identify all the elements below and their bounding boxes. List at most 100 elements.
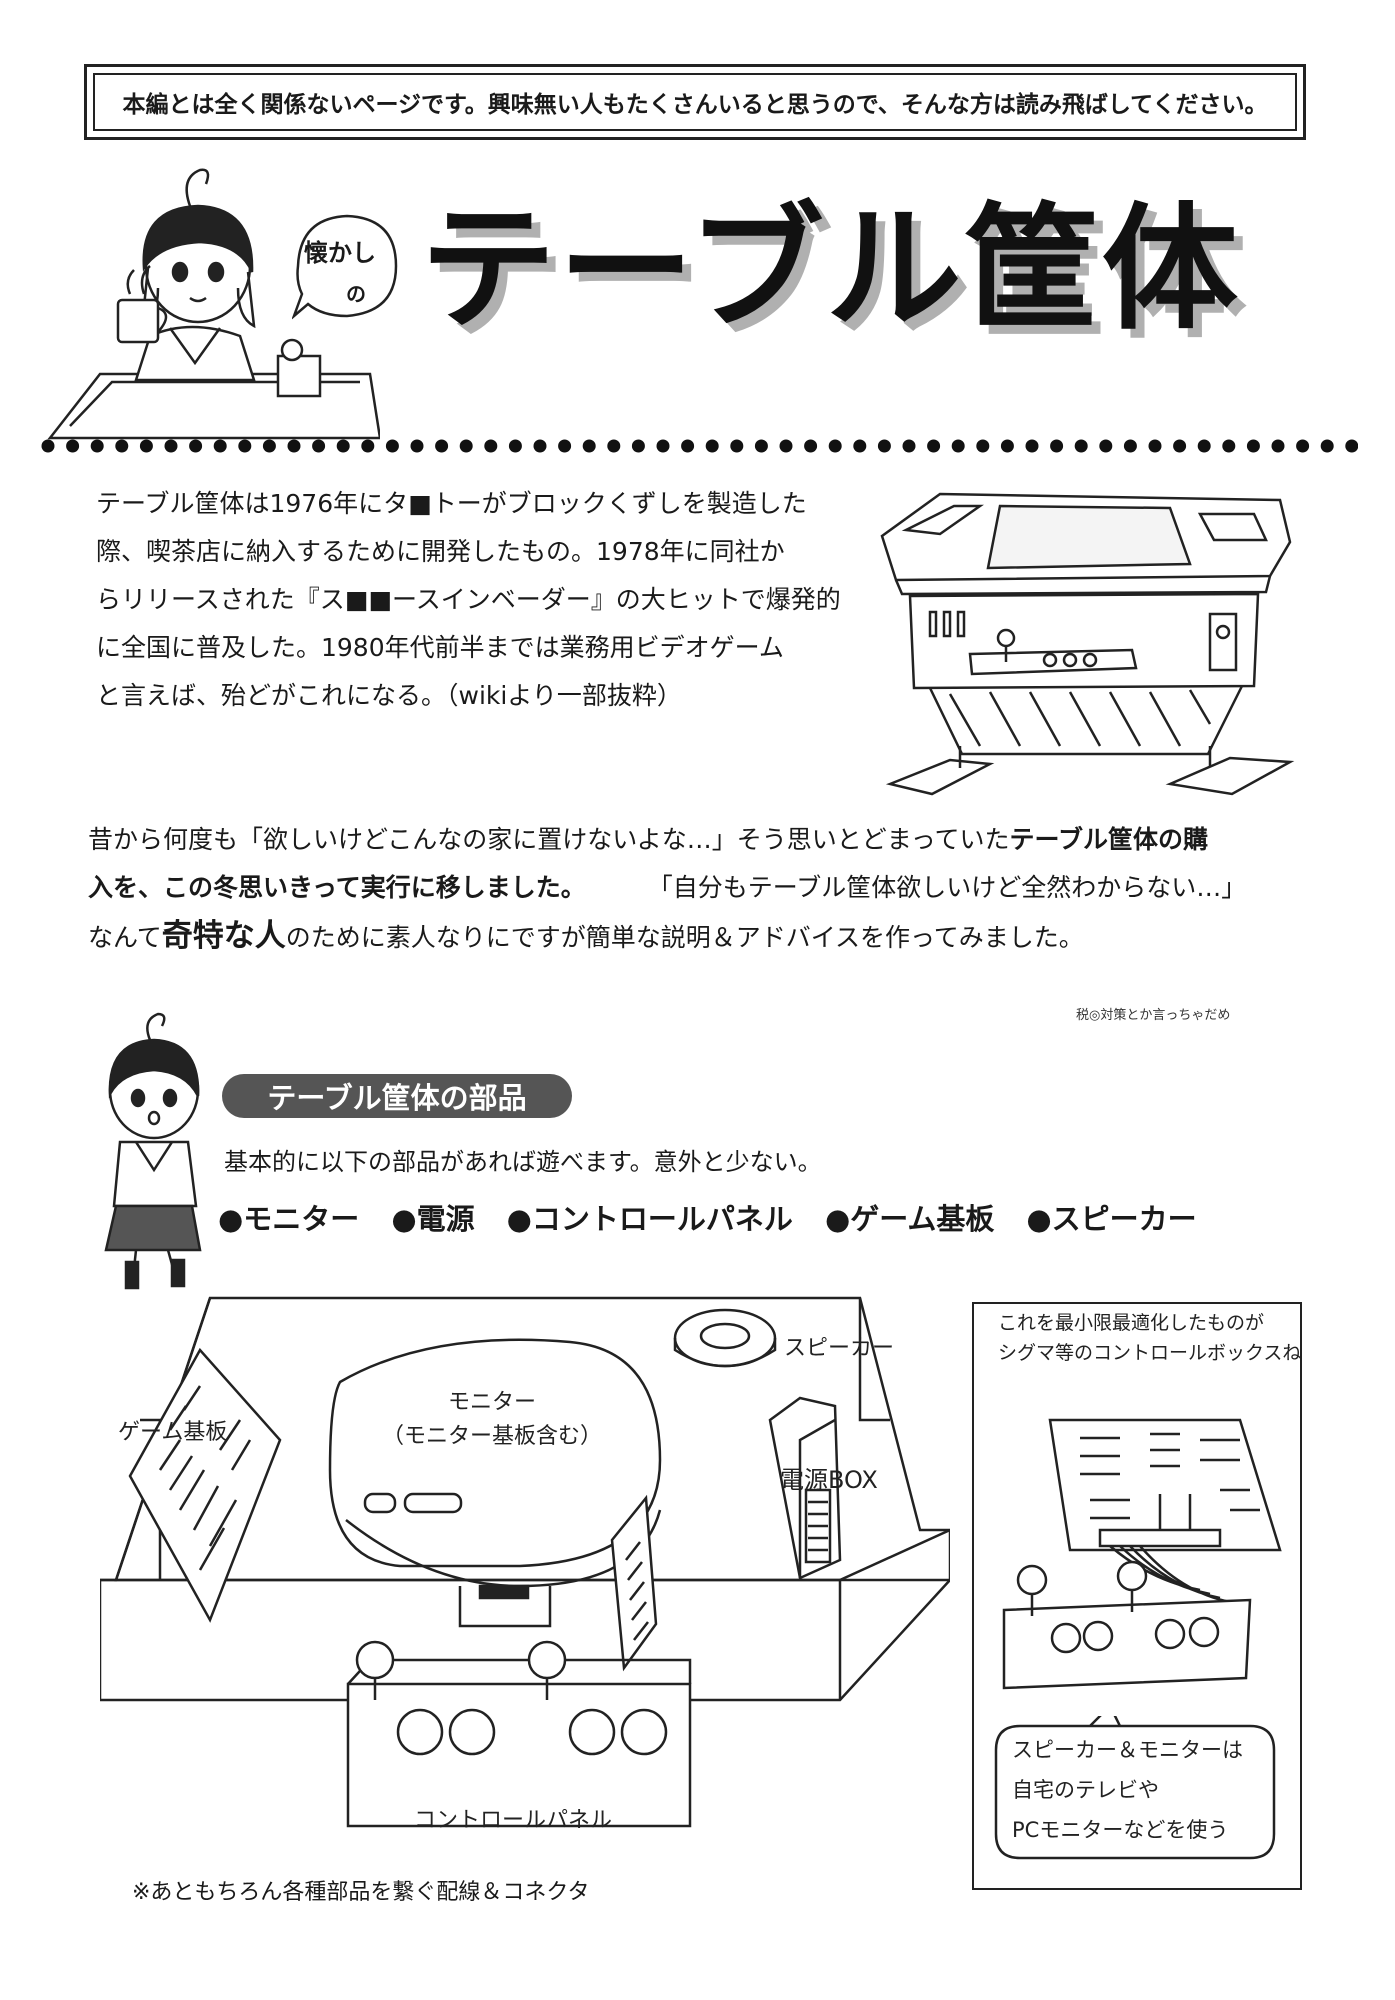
speech-bubble-icon: [292, 214, 398, 320]
divider-dot: [312, 439, 326, 453]
divider-dot: [804, 439, 818, 453]
part-item: ●ゲーム基板: [824, 1202, 995, 1236]
monitor-label: モニター: [448, 1390, 537, 1415]
divider-dot: [779, 439, 793, 453]
story-text: なんて: [88, 923, 162, 952]
intro-line: に全国に普及した。1980年代前半までは業務用ビデオゲーム: [96, 633, 784, 662]
part-item: ●スピーカー: [1026, 1202, 1197, 1236]
divider-dot: [1074, 439, 1088, 453]
story-paragraph: 昔から何度も「欲しいけどこんなの家に置けないよな…」そう思いとどまっていたテーブ…: [88, 816, 1246, 962]
divider-dot: [213, 439, 227, 453]
divider-dot: [828, 439, 842, 453]
page-title: テーブル筐体: [420, 191, 1240, 349]
divider-dot: [754, 439, 768, 453]
intro-line: 際、喫茶店に納入するために開発したもの。1978年に同社か: [96, 537, 785, 566]
divider-dot: [41, 439, 55, 453]
divider-dot: [951, 439, 965, 453]
table-cabinet-illustration: [880, 492, 1295, 796]
story-line-3: なんて奇特な人のために素人なりにですが簡単な説明＆アドバイスを作ってみました。: [88, 912, 1246, 962]
control-box-caption: これを最小限最適化したものが: [998, 1312, 1265, 1334]
divider-dot: [902, 439, 916, 453]
divider-dot: [656, 439, 670, 453]
divider-dot: [976, 439, 990, 453]
dotted-divider: [41, 439, 1358, 453]
divider-dot: [336, 439, 350, 453]
story-emphasis: テーブル筐体の購: [1009, 825, 1209, 854]
section-heading: テーブル筐体の部品: [222, 1074, 572, 1118]
divider-dot: [1148, 439, 1162, 453]
intro-line: テーブル筐体は1976年にタ■トーがブロックくずしを製造した: [96, 489, 807, 518]
tiny-aside-note: 税◎対策とか言っちゃだめ: [1076, 1008, 1231, 1023]
divider-dot: [1296, 439, 1310, 453]
divider-dot: [90, 439, 104, 453]
divider-dot: [1345, 439, 1358, 453]
bubble-text-line: 自宅のテレビや: [1012, 1778, 1159, 1802]
control-box-illustration: [1002, 1418, 1282, 1690]
divider-dot: [1246, 439, 1260, 453]
divider-dot: [459, 439, 473, 453]
intro-line: と言えば、殆どがこれになる。（wikiより一部抜粋）: [96, 681, 682, 710]
divider-dot: [582, 439, 596, 453]
divider-dot: [287, 439, 301, 453]
control-box-speech-bubble: [994, 1716, 1276, 1860]
divider-dot: [1025, 439, 1039, 453]
divider-dot: [631, 439, 645, 453]
part-item: ●電源: [391, 1202, 475, 1236]
story-emphasis-big: 奇特な人: [161, 918, 286, 954]
divider-dot: [508, 439, 522, 453]
divider-dot: [1099, 439, 1113, 453]
part-item: ●モニター: [218, 1202, 360, 1236]
divider-dot: [927, 439, 941, 453]
story-text: のために素人なりにですが簡単な説明＆アドバイスを作ってみました。: [285, 923, 1084, 952]
divider-dot: [1320, 439, 1334, 453]
title-prefix-particle: の: [346, 282, 366, 306]
divider-dot: [435, 439, 449, 453]
part-item: ●コントロールパネル: [506, 1202, 793, 1236]
power-box-label: 電源BOX: [780, 1466, 878, 1494]
divider-dot: [1197, 439, 1211, 453]
girl-with-coffee-illustration: [47, 168, 380, 440]
divider-dot: [607, 439, 621, 453]
divider-dot: [66, 439, 80, 453]
divider-dot: [385, 439, 399, 453]
divider-dot: [705, 439, 719, 453]
divider-dot: [681, 439, 695, 453]
divider-dot: [139, 439, 153, 453]
game-board-label: ゲーム基板: [118, 1420, 228, 1445]
story-line-2: 入を、この冬思いきって実行に移しました。「自分もテーブル筐体欲しいけど全然わから…: [88, 864, 1246, 912]
divider-dot: [877, 439, 891, 453]
divider-dot: [1173, 439, 1187, 453]
control-panel-label: コントロールパネル: [414, 1808, 613, 1833]
divider-dot: [484, 439, 498, 453]
divider-dot: [1050, 439, 1064, 453]
divider-dot: [1123, 439, 1137, 453]
notice-box: 本編とは全く関係ないページです。興味無い人もたくさんいると思うので、そんな方は読…: [84, 64, 1306, 140]
title-prefix: 懐かし: [304, 239, 376, 267]
divider-dot: [164, 439, 178, 453]
divider-dot: [730, 439, 744, 453]
divider-dot: [1271, 439, 1285, 453]
speaker-label: スピーカー: [784, 1336, 895, 1361]
notice-text: 本編とは全く関係ないページです。興味無い人もたくさんいると思うので、そんな方は読…: [93, 73, 1297, 131]
control-box-caption: シグマ等のコントロールボックスね: [998, 1342, 1302, 1364]
divider-dot: [262, 439, 276, 453]
bubble-text-line: PCモニターなどを使う: [1012, 1818, 1229, 1842]
section-description: 基本的に以下の部品があれば遊べます。意外と少ない。: [224, 1148, 822, 1176]
story-line-1: 昔から何度も「欲しいけどこんなの家に置けないよな…」そう思いとどまっていたテーブ…: [88, 816, 1246, 864]
divider-dot: [361, 439, 375, 453]
divider-dot: [853, 439, 867, 453]
divider-dot: [410, 439, 424, 453]
story-text: 昔から何度も「欲しいけどこんなの家に置けないよな…」そう思いとどまっていた: [88, 825, 1010, 854]
monitor-sublabel: （モニター基板含む）: [382, 1424, 603, 1449]
intro-paragraph: テーブル筐体は1976年にタ■トーがブロックくずしを製造した 際、喫茶店に納入す…: [96, 480, 841, 720]
divider-dot: [115, 439, 129, 453]
components-diagram: [100, 1296, 950, 1828]
divider-dot: [558, 439, 572, 453]
footnote: ※あともちろん各種部品を繋ぐ配線＆コネクタ: [132, 1880, 590, 1905]
intro-line: らリリースされた『ス■■ースインベーダー』の大ヒットで爆発的: [96, 585, 841, 614]
girl-standing-illustration: [104, 1012, 202, 1290]
control-box-panel: [972, 1302, 1302, 1890]
divider-dot: [1000, 439, 1014, 453]
divider-dot: [189, 439, 203, 453]
story-emphasis: 入を、この冬思いきって実行に移しました。: [88, 873, 586, 902]
